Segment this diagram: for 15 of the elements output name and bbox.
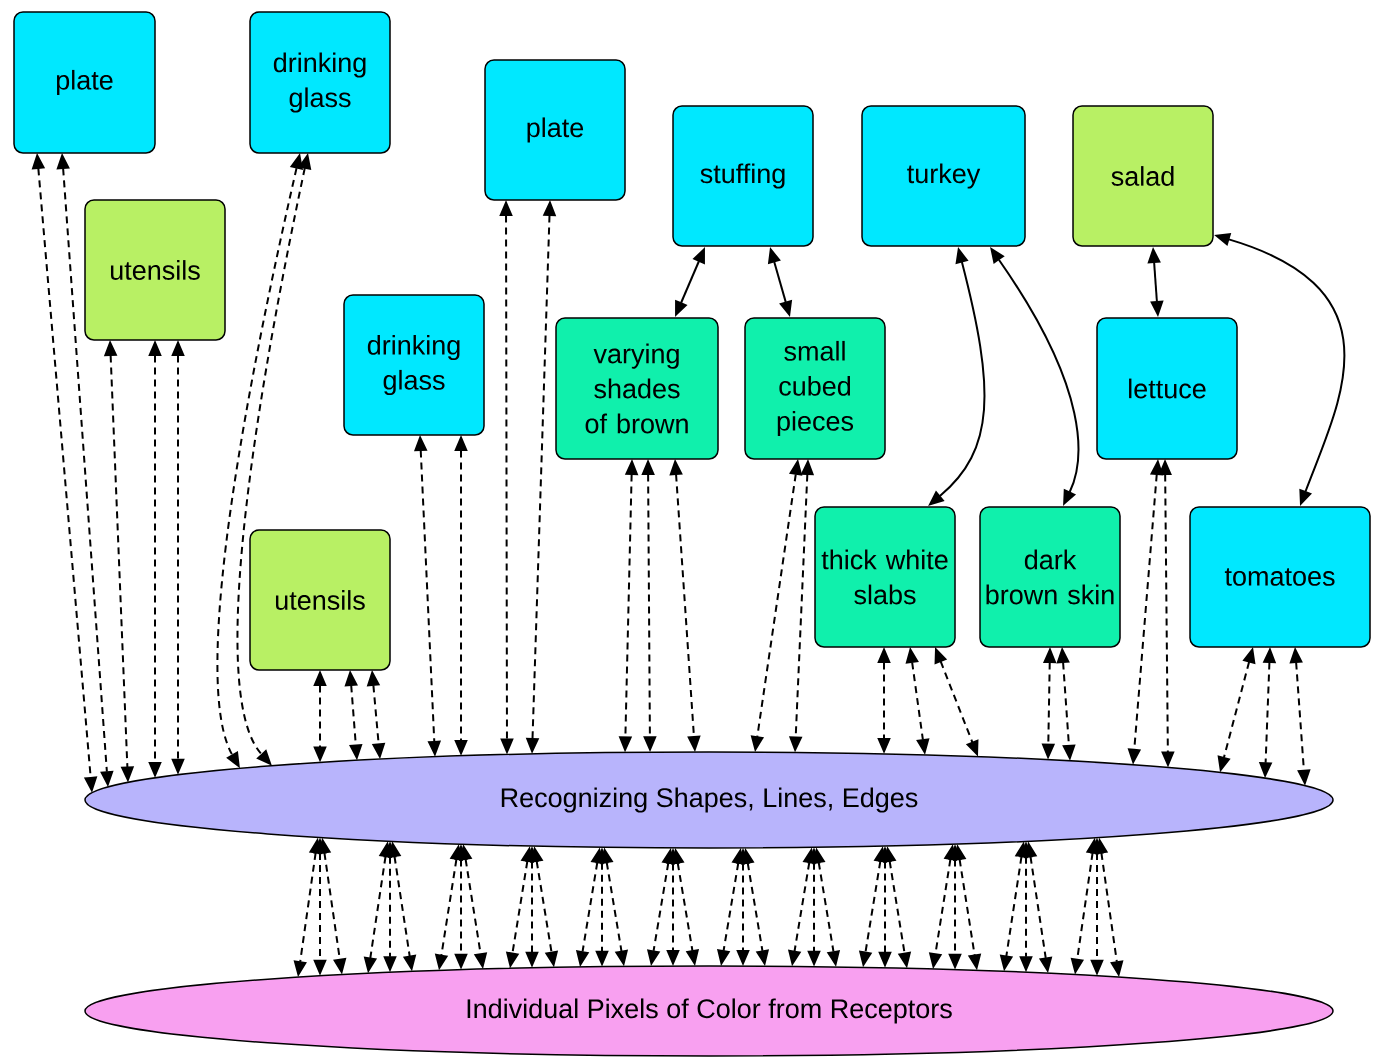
concept-box: tomatoes [1189,506,1371,648]
concept-box: utensils [84,199,226,341]
concept-box: drinking glass [249,11,391,154]
concept-box: lettuce [1096,317,1238,460]
concept-box: dark brown skin [979,506,1121,648]
concept-box: plate [13,11,156,154]
concept-box: small cubed pieces [744,317,886,460]
concept-box: plate [484,59,626,201]
concept-box: turkey [861,105,1026,247]
concept-box: stuffing [672,105,814,247]
concept-box: salad [1072,105,1214,247]
concept-box: utensils [249,529,391,671]
concept-box: varying shades of brown [555,317,719,460]
concept-box: drinking glass [343,294,485,436]
concept-box: thick white slabs [814,506,956,648]
